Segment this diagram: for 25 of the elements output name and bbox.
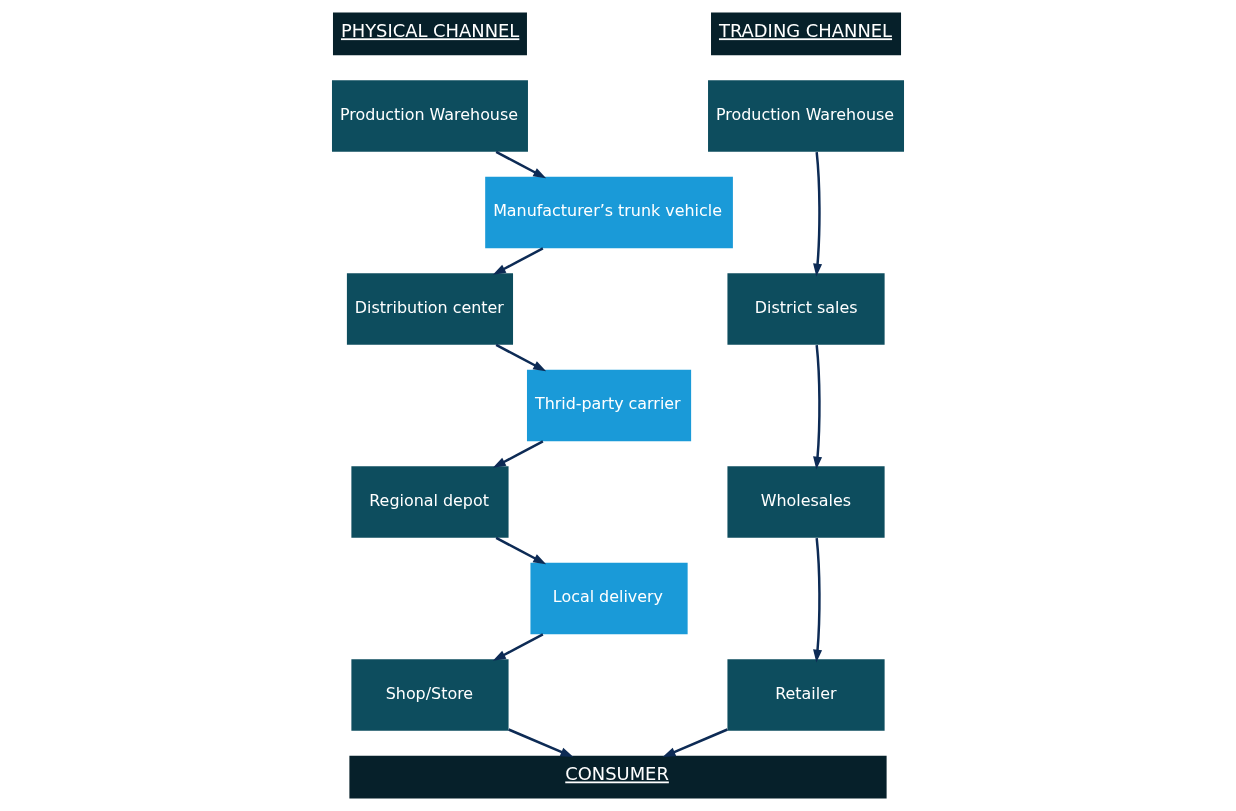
arrow (492, 440, 544, 468)
node-box: TRADING CHANNEL (711, 12, 902, 56)
arrow (662, 728, 728, 758)
node-box: Manufacturer’s trunk vehicle (485, 176, 733, 249)
arrow (813, 344, 823, 470)
arrow (813, 537, 823, 663)
node-box: Regional depot (351, 466, 509, 538)
arrow (495, 150, 547, 179)
node-box: Distribution center (346, 273, 514, 345)
node-box: Shop/Store (351, 659, 509, 731)
node-box: Wholesales (727, 466, 885, 538)
node-box: Production Warehouse (332, 80, 528, 152)
node-box: Retailer (727, 659, 885, 731)
node-box: PHYSICAL CHANNEL (332, 12, 527, 56)
arrow (813, 151, 823, 277)
node-box: Local delivery (530, 562, 688, 635)
node-box: District sales (727, 273, 885, 345)
node-box: CONSUMER (349, 755, 887, 799)
arrow (495, 343, 547, 372)
arrow (495, 536, 547, 565)
node-box: Production Warehouse (708, 80, 904, 152)
arrow (508, 728, 574, 758)
arrow (492, 247, 544, 275)
arrow (492, 633, 544, 661)
node-box: Thrid-party carrier (526, 369, 692, 442)
